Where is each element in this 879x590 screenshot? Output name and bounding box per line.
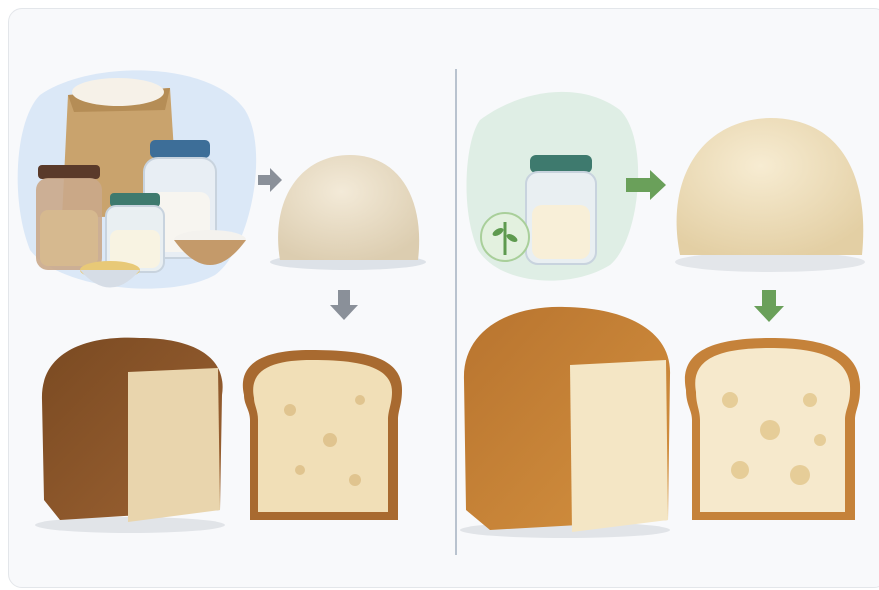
- dense-dough-icon: [270, 155, 426, 270]
- whole-loaf-icon: [35, 338, 225, 533]
- arrow-down-icon: [754, 290, 784, 322]
- airy-dough-icon: [675, 118, 865, 272]
- milk-jar-icon: [106, 193, 164, 272]
- starter-jar-icon: [526, 155, 596, 264]
- right-panel: [460, 92, 865, 538]
- spice-jar-icon: [36, 165, 102, 270]
- whole-loaf-icon: [460, 307, 670, 538]
- bread-slice-icon: [243, 350, 402, 520]
- bread-slice-icon: [685, 338, 860, 520]
- arrow-right-icon: [258, 168, 282, 192]
- leaf-badge-icon: [481, 213, 529, 261]
- arrow-down-icon: [330, 290, 358, 320]
- left-panel: [18, 70, 426, 533]
